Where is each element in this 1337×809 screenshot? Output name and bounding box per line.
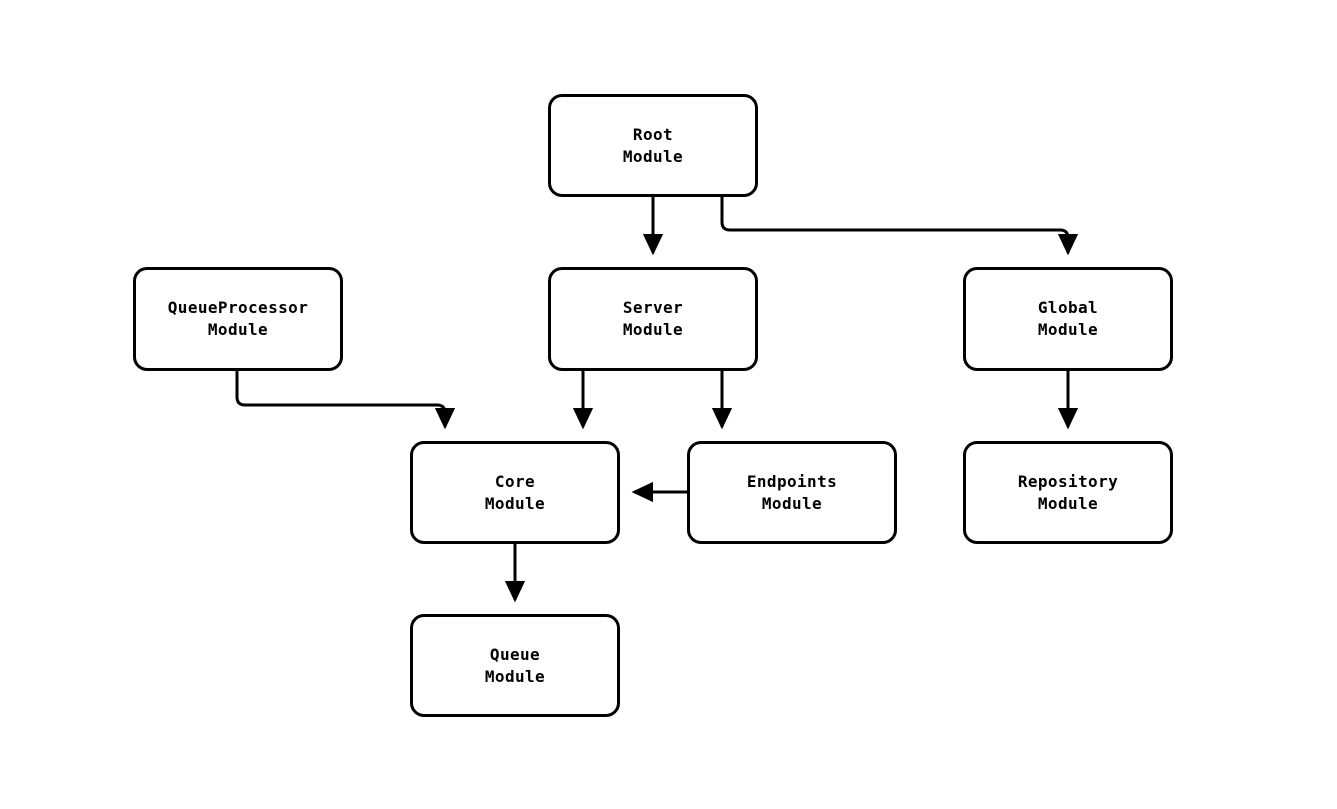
- node-queue-module[interactable]: Queue Module: [410, 614, 620, 717]
- node-queueprocessor-module[interactable]: QueueProcessor Module: [133, 267, 343, 371]
- node-root-module-line1: Root: [632, 124, 674, 144]
- node-queue-module-line2: Module: [484, 666, 546, 686]
- node-server-module-line2: Module: [622, 320, 684, 339]
- node-core-module-line2: Module: [484, 493, 546, 513]
- node-queue-module-line1: Queue: [489, 644, 541, 664]
- node-root-module[interactable]: Root Module: [548, 94, 758, 197]
- node-global-module[interactable]: Global Module: [963, 267, 1173, 371]
- node-repository-module-line1: Repository: [1017, 471, 1119, 491]
- edge-queueprocessor-to-core: [235, 371, 456, 430]
- node-queueprocessor-module-line1: QueueProcessor: [167, 298, 309, 317]
- node-repository-module[interactable]: Repository Module: [963, 441, 1173, 544]
- node-core-module-line1: Core: [494, 471, 536, 491]
- node-core-module[interactable]: Core Module: [410, 441, 620, 544]
- node-queueprocessor-module-line2: Module: [207, 320, 269, 339]
- node-root-module-line2: Module: [622, 146, 684, 166]
- node-endpoints-module-line1: Endpoints: [746, 471, 838, 491]
- edge-root-to-global: [720, 197, 1079, 256]
- node-server-module[interactable]: Server Module: [548, 267, 758, 371]
- node-endpoints-module-line2: Module: [761, 493, 823, 513]
- node-global-module-line1: Global: [1037, 298, 1099, 317]
- node-endpoints-module[interactable]: Endpoints Module: [687, 441, 897, 544]
- node-server-module-line1: Server: [622, 298, 684, 317]
- node-repository-module-line2: Module: [1037, 493, 1099, 513]
- node-global-module-line2: Module: [1037, 320, 1099, 339]
